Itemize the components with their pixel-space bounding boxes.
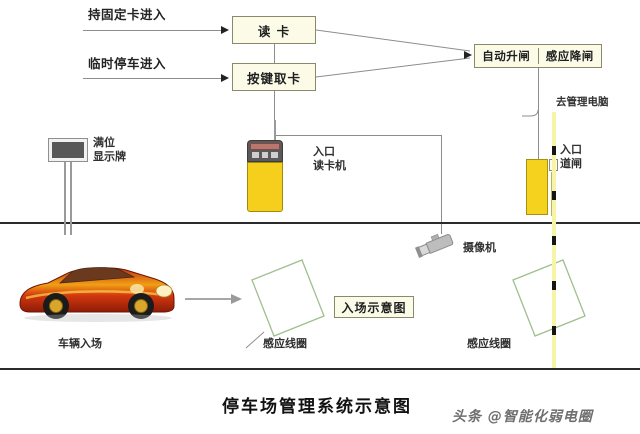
gate-feed-vertical (538, 112, 539, 159)
lane-stripe (552, 112, 556, 368)
label-coil-left: 感应线圈 (263, 337, 307, 350)
induction-loop-coil-left (251, 259, 325, 337)
lane-stripe-seg (552, 191, 556, 200)
card-reader-key[interactable] (271, 152, 279, 158)
label-card-reader-text: 入口 读卡机 (313, 145, 346, 172)
label-barrier-gate: 入口 道闸 (560, 143, 582, 171)
label-vehicle-entering: 车辆入场 (58, 337, 102, 350)
lane-stripe-seg (552, 236, 556, 245)
lane-stripe-seg (552, 326, 556, 335)
flow-converge-lines (315, 29, 471, 78)
label-display-sign-text: 满位 显示牌 (93, 136, 126, 163)
management-computer-branch (522, 109, 539, 117)
card-reader-keypad[interactable] (250, 152, 280, 158)
card-reader-riser (274, 91, 275, 135)
display-sign-panel (48, 138, 88, 162)
full-capacity-display-sign (48, 138, 88, 162)
label-card-reader: 入口 读卡机 (313, 145, 346, 173)
scene-caption-box: 入场示意图 (334, 296, 414, 318)
display-sign-pole-left (64, 162, 66, 235)
coil-left-leader-line (245, 331, 265, 349)
diagram-title: 停车场管理系统示意图 (222, 397, 412, 417)
label-camera: 摄像机 (463, 241, 496, 254)
flow-input-label-temp-parking: 临时停车进入 (88, 56, 167, 71)
gate-box-drop-line (538, 68, 539, 113)
ground-line-top (0, 222, 640, 224)
lane-stripe-seg (552, 146, 556, 155)
watermark: 头条 @智能化弱电圈 (452, 409, 593, 425)
camera-icon (415, 233, 454, 258)
card-reader-pole (274, 120, 276, 140)
flow-input-arrow-2 (221, 74, 229, 82)
flow-box-read-card[interactable]: 读 卡 (232, 16, 316, 44)
camera-bus-horizontal (274, 135, 442, 136)
ground-line-bottom (0, 368, 640, 370)
flow-input-line-2 (83, 78, 223, 79)
card-reader-body (247, 162, 283, 212)
flow-input-label-fixed-card: 持固定卡进入 (88, 7, 167, 22)
label-to-management-computer: 去管理电脑 (556, 96, 609, 108)
vehicle-motion-arrow (231, 294, 242, 304)
flow-link-box1-box2 (274, 44, 275, 63)
lane-stripe-seg (552, 281, 556, 290)
flow-gate-arrow (464, 51, 472, 59)
barrier-gate-body (526, 159, 548, 215)
vehicle-car (19, 267, 175, 322)
vehicle-motion-line (185, 298, 233, 300)
flow-box-gate-control[interactable]: 自动升闸 感应降闸 (474, 44, 602, 68)
card-reader-head (247, 140, 283, 162)
display-sign-pole-right (70, 162, 72, 235)
flow-box-gate-down: 感应降闸 (537, 48, 602, 64)
flow-input-arrow-1 (221, 26, 229, 34)
card-reader-key[interactable] (261, 152, 269, 158)
flow-box-gate-up: 自动升闸 (482, 49, 531, 63)
card-reader-key[interactable] (252, 152, 259, 158)
label-barrier-gate-text: 入口 道闸 (560, 143, 582, 170)
induction-loop-coil-right (512, 259, 586, 337)
camera-riser (441, 135, 442, 234)
label-coil-right: 感应线圈 (467, 337, 511, 350)
flow-box-press-take-card[interactable]: 按键取卡 (232, 63, 316, 91)
flow-input-line-1 (83, 30, 223, 31)
display-sign-screen (52, 142, 84, 158)
label-display-sign: 满位 显示牌 (93, 136, 126, 164)
entrance-card-reader[interactable] (247, 140, 283, 212)
card-reader-screen (250, 143, 280, 150)
